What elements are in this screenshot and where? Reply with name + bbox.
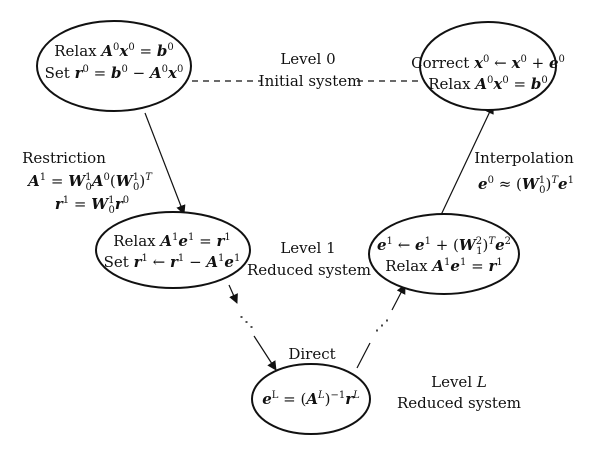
node-level1-relax [95,211,251,289]
node-level1-correct [368,213,520,295]
node-levelL-direct [251,363,371,435]
level0-sublabel: Initial system [259,72,362,90]
level0-correct-eq: Correct x0 ← x0 + e0 [411,54,565,72]
level1-relax-eq: Relax A1e1 = r1 [113,232,230,250]
levelL-sublabel: Reduced system [397,394,521,412]
ellipsis-dots-right: ⋰ [375,316,390,334]
levelL-label: Level L [431,373,487,391]
to-direct-arrow [253,335,277,371]
level1-relax-eq-right: Relax A1e1 = r1 [385,257,502,275]
restriction-arrow [144,112,186,215]
level1-set-residual-eq: Set r1 ← r1 − A1e1 [104,253,241,271]
level0-relax-eq-right: Relax A0x0 = b0 [428,75,547,93]
level1-sublabel: Reduced system [247,261,371,279]
interpolation-arrow [440,104,494,216]
node-level0-relax [36,20,192,112]
restriction-label: Restriction [22,149,106,167]
to-level1-right-arrow [391,284,406,311]
levelL-direct-solve-eq: eL = (AL)−1rL [262,390,360,408]
level0-set-residual-eq: Set r0 = b0 − A0x0 [45,64,184,82]
level1-label: Level 1 [280,239,335,257]
direct-label: Direct [288,345,335,363]
ellipsis-dots-left: ⋰ [238,315,256,330]
from-direct-line [356,342,371,369]
node-level0-correct [419,21,557,111]
interpolation-label: Interpolation [474,149,574,167]
level0-label: Level 0 [280,50,335,68]
to-dots-arrow-left [228,284,238,304]
level0-relax-eq: Relax A0x0 = b0 [54,42,173,60]
